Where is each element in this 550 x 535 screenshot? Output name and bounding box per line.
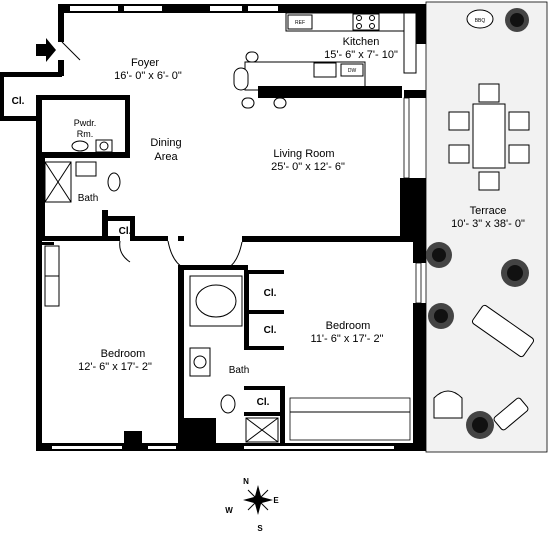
sink-icon [95,139,113,153]
compass-rose-icon: N S E W [225,477,279,533]
bathtub-icon [189,275,243,327]
bath-right-name: Bath [229,365,250,376]
sink-icon [313,62,337,78]
closet-label-bath: Cl. [257,397,270,408]
bedroom-left-dims: 12'- 6" x 17'- 2" [78,361,152,373]
toilet-icon [220,394,236,414]
bar-stools [241,51,287,109]
terrace: BBQ [425,1,548,453]
powder-room: Pwdr. Rm. [71,118,113,153]
terrace-name: Terrace [470,205,507,217]
powder-room-name: Pwdr. [74,118,97,128]
cooktop [352,13,380,31]
powder-room-name-2: Rm. [77,129,94,139]
terrace-dims: 10'- 3" x 38'- 0" [451,218,525,230]
closet-label-hall: Cl. [119,226,132,237]
bedroom-left-name: Bedroom [101,348,146,360]
planter-top [505,8,529,32]
bedroom-left: Bedroom 12'- 6" x 17'- 2" [44,245,152,373]
dining-name-2: Area [154,151,178,163]
planter-lower [428,303,454,329]
exterior-walls [0,4,426,451]
lounge-armchair [433,390,463,419]
compass-south: S [257,524,263,533]
bedroom-right-name: Bedroom [326,320,371,332]
kitchen-dims: 15'- 6" x 7'- 10" [324,49,398,61]
refrigerator-label: REF [295,20,305,26]
living-room-dims: 25'- 0" x 12'- 6" [271,161,345,173]
lounge-chair-1 [471,304,535,358]
bedroom-right: Bedroom 11'- 6" x 17'- 2" [289,320,411,441]
bbq-label: BBQ [475,18,486,24]
planter-mid [426,242,452,268]
toilet-icon [71,140,89,152]
dining-name: Dining [150,137,181,149]
entry-door [61,41,81,61]
planter-bottom [466,411,494,439]
closet-label-foyer: Cl. [12,96,25,107]
compass-west: W [225,506,233,515]
interior-walls [40,95,416,450]
compass-east: E [273,496,279,505]
compass-north: N [243,477,249,486]
living-room-name: Living Room [273,148,334,160]
foyer-dims: 16'- 0" x 6'- 0" [114,70,182,82]
kitchen: REF DW Kitchen 15'- 6" x 7'- 10" [233,12,417,109]
bath-left-name: Bath [78,193,99,204]
bedroom-right-dims: 11'- 6" x 17'- 2" [311,333,384,345]
planter-right [501,259,529,287]
entry-arrow-icon [36,38,56,62]
kitchen-name: Kitchen [343,36,380,48]
closet-label-bedroom-1: Cl. [264,288,277,299]
terrace-dining-set [448,83,530,191]
lounge-chair-2 [493,397,529,431]
bbq-grill: BBQ [466,9,494,29]
bath-left: Bath [44,161,121,204]
bath-right: Bath [189,275,279,443]
dishwasher-label: DW [348,68,357,74]
toilet-icon [107,172,121,192]
foyer-name: Foyer [131,57,159,69]
door-swings [119,240,243,269]
closet-label-bedroom-2: Cl. [264,325,277,336]
